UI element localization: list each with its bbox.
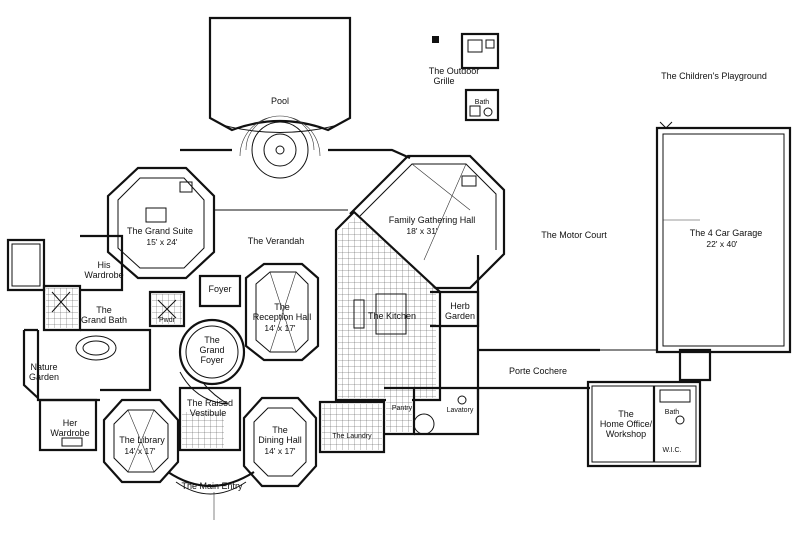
wic-label: W.I.C.	[662, 447, 681, 454]
main-entry-label: The Main Entry	[181, 481, 243, 491]
reception-hall	[244, 262, 320, 362]
grille-bath-label: Bath	[475, 99, 490, 106]
reception-dim: 14' x 17'	[264, 323, 296, 333]
motor-court-label: The Motor Court	[541, 230, 607, 240]
home-office-label: The	[618, 409, 634, 419]
pool	[208, 16, 352, 179]
garage-dim: 22' x 40'	[706, 239, 738, 249]
grand-bath-label: The	[96, 305, 112, 315]
garage-label: The 4 Car Garage	[690, 228, 763, 238]
dining-hall-label-2: Dining Hall	[258, 435, 302, 445]
nature-garden-label: Nature	[30, 362, 57, 372]
outdoor-grille-label: The Outdoor	[429, 66, 480, 76]
outdoor-grille	[432, 32, 500, 122]
library-dim: 14' x 17'	[124, 446, 156, 456]
pantry-label: Pantry	[392, 405, 413, 412]
verandah	[180, 148, 411, 211]
kitchen-label: The Kitchen	[368, 311, 416, 321]
lavatory-label: Lavatory	[447, 407, 474, 414]
herb-garden-label: Herb	[450, 301, 470, 311]
dining-hall-label: The	[272, 425, 288, 435]
family-hall-dim: 18' x 31'	[406, 226, 438, 236]
reception-label: The	[274, 302, 290, 312]
grand-suite-label: The Grand Suite	[127, 226, 193, 236]
foyer-label: Foyer	[208, 284, 231, 294]
his-wardrobe-label-2: Wardrobe	[84, 270, 123, 280]
childrens-playground-label: The Children's Playground	[661, 71, 767, 81]
grand-foyer-label-2: Grand	[199, 345, 224, 355]
grand-suite-dim: 15' x 24'	[146, 237, 178, 247]
main-entry	[167, 471, 255, 520]
library-label: The Library	[119, 435, 165, 445]
raised-vestibule	[178, 386, 242, 452]
left-wing	[6, 234, 152, 452]
raised-vestibule-label-2: Vestibule	[190, 408, 227, 418]
garage	[655, 121, 792, 354]
pool-label: Pool	[271, 96, 289, 106]
outdoor-grille-label-2: Grille	[433, 76, 454, 86]
dining-hall	[242, 396, 318, 488]
family-hall-label: Family Gathering Hall	[389, 215, 476, 225]
foyer-cluster	[148, 274, 242, 328]
grand-foyer-label: The	[204, 335, 220, 345]
office-bath-label: Bath	[665, 409, 680, 416]
porte-cochere-label: Porte Cochere	[509, 366, 567, 376]
nature-garden-label-2: Garden	[29, 372, 59, 382]
reception-label-2: Reception Hall	[253, 312, 312, 322]
grand-suite	[106, 166, 216, 280]
verandah-label: The Verandah	[248, 236, 305, 246]
grand-bath-label-2: Grand Bath	[81, 315, 127, 325]
home-office	[586, 348, 712, 468]
home-office-label-2: Home Office/	[600, 419, 653, 429]
kitchen	[334, 210, 480, 402]
his-wardrobe-label: His	[98, 260, 111, 270]
library	[102, 398, 180, 484]
laundry-label: The Laundry	[332, 433, 372, 440]
pwdr-label: Pwdr	[159, 317, 176, 324]
porte-cochere	[478, 348, 656, 390]
herb-garden-label-2: Garden	[445, 311, 475, 321]
service-area	[318, 386, 480, 454]
dining-hall-dim: 14' x 17'	[264, 446, 296, 456]
home-office-label-3: Workshop	[606, 429, 646, 439]
her-wardrobe-label: Her	[63, 418, 78, 428]
family-gathering-hall	[349, 154, 506, 290]
raised-vestibule-label: The Raised	[187, 398, 233, 408]
grand-foyer-label-3: Foyer	[200, 355, 223, 365]
her-wardrobe-label-2: Wardrobe	[50, 428, 89, 438]
